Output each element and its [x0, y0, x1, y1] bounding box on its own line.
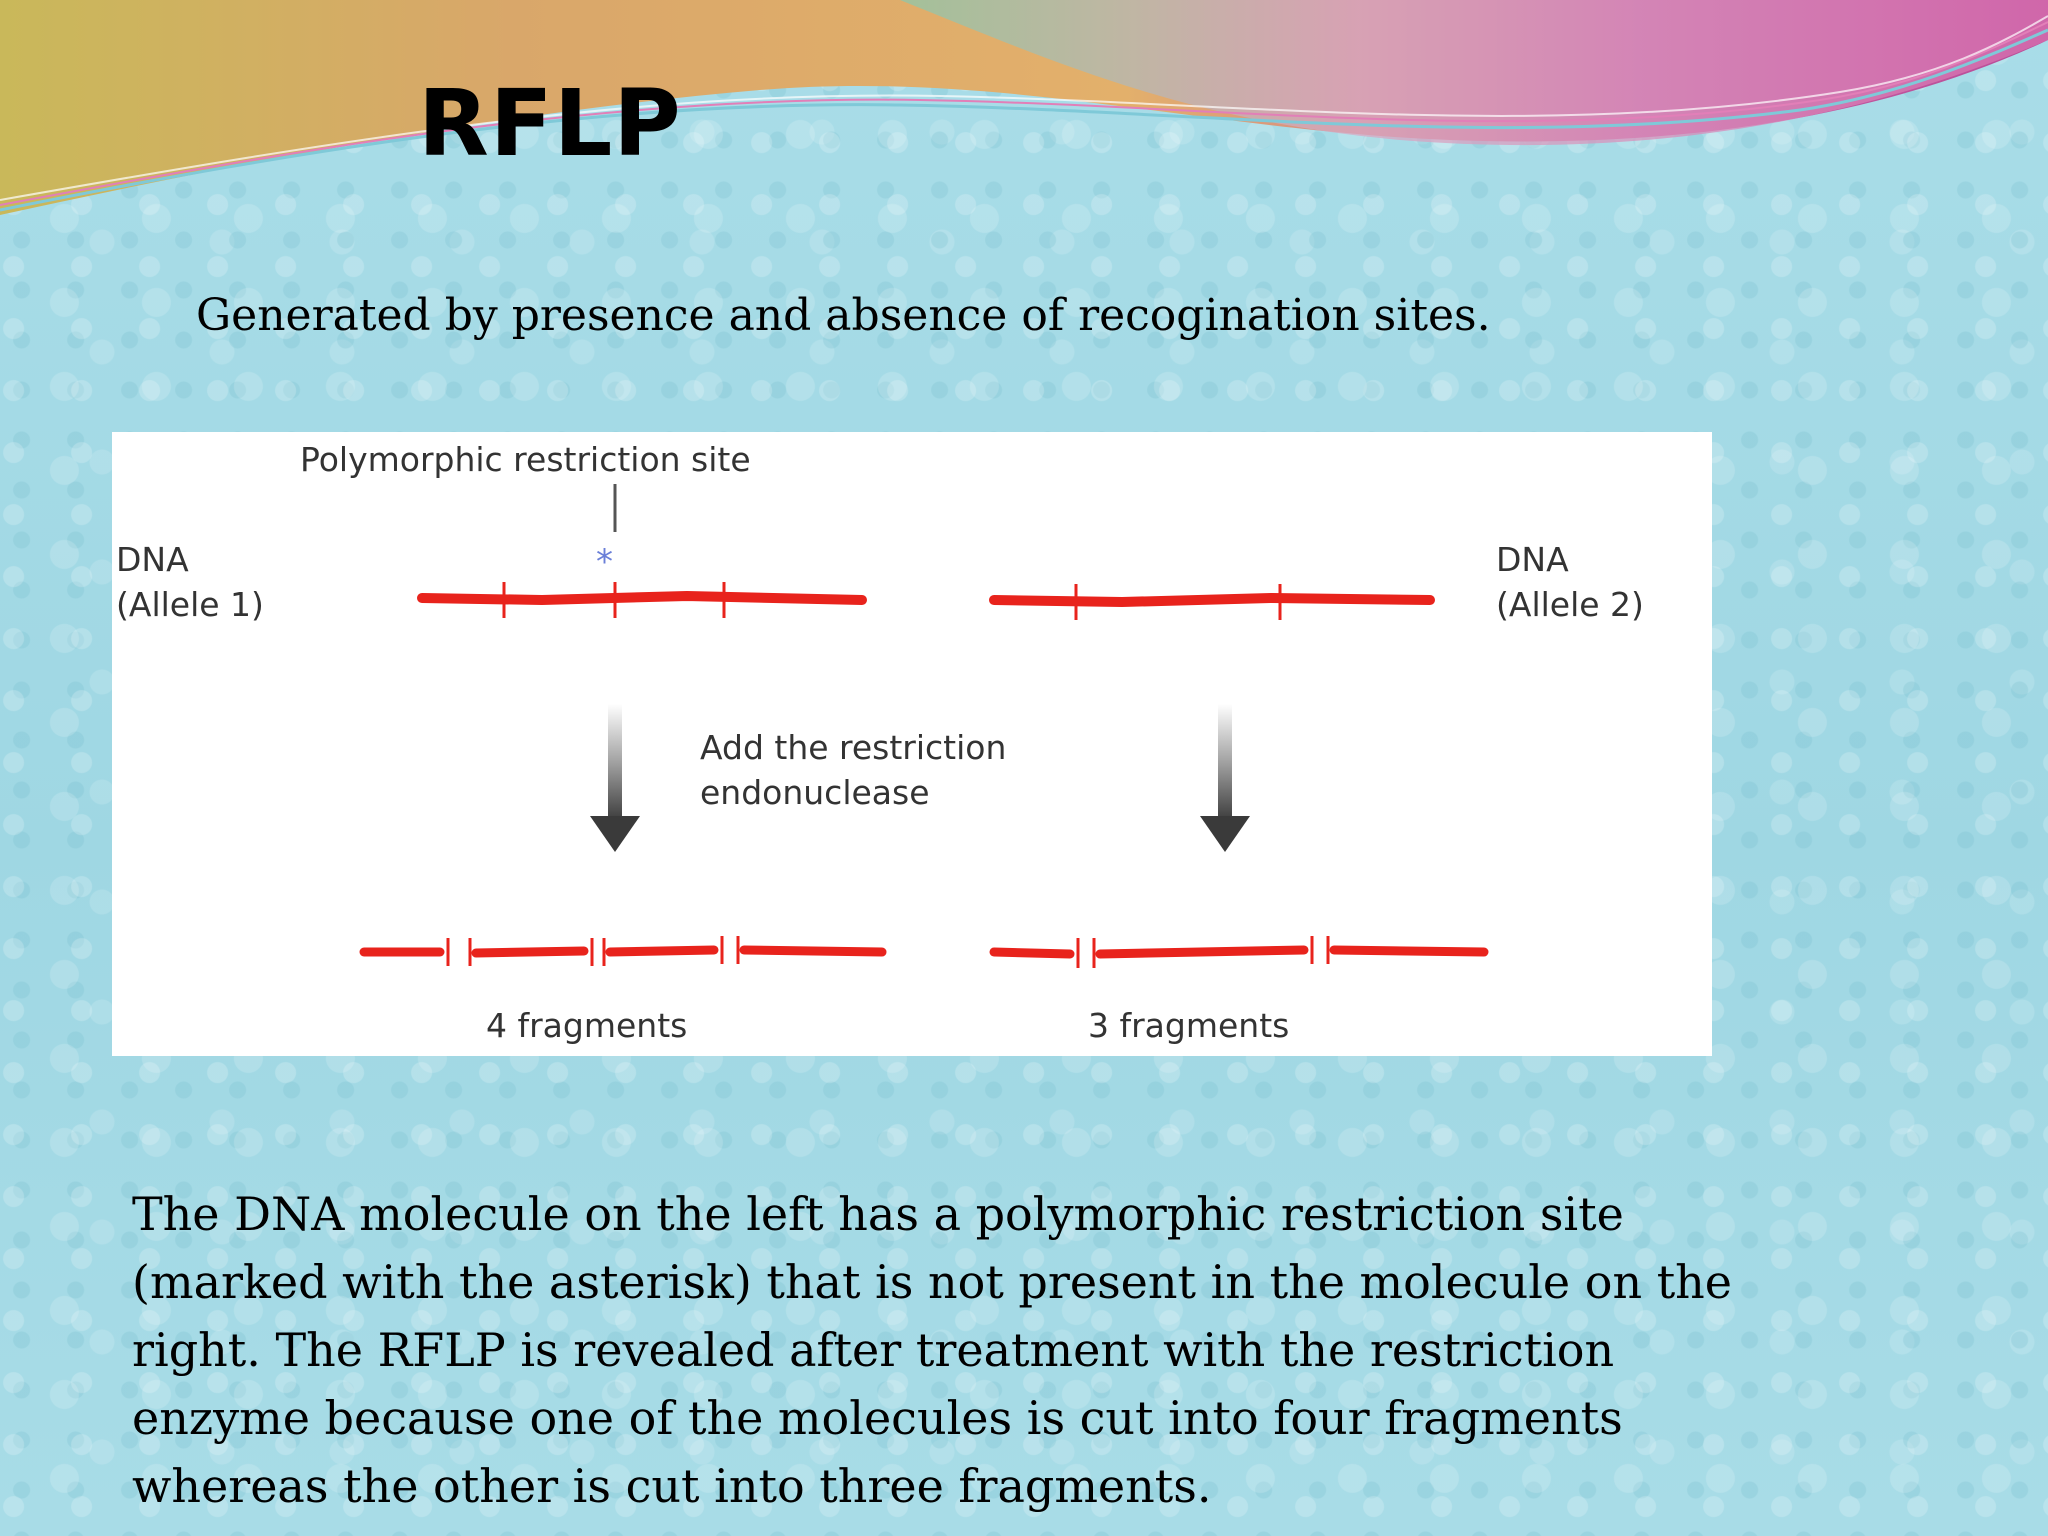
right-arrow [1200, 704, 1250, 852]
slide-subtitle: Generated by presence and absence of rec… [196, 290, 1491, 341]
rflp-diagram-graphics [359, 484, 1489, 968]
asterisk-marker: * [596, 542, 613, 582]
slide-title: RFLP [418, 70, 682, 177]
fragments-left-label: 4 fragments [486, 1006, 688, 1045]
fragments-right-label: 3 fragments [1088, 1006, 1290, 1045]
allele1-dna-strand [417, 582, 867, 618]
allele2-dna-strand [989, 584, 1435, 620]
allele2-label: DNA (Allele 2) [1496, 540, 1644, 624]
decorative-banner [0, 0, 2048, 215]
left-arrow [590, 704, 640, 852]
caption-paragraph: The DNA molecule on the left has a polym… [132, 1187, 1733, 1513]
polymorphic-site-label: Polymorphic restriction site [300, 440, 751, 479]
left-fragments [359, 936, 887, 966]
right-fragments [989, 936, 1489, 968]
allele1-label: DNA (Allele 1) [116, 540, 264, 624]
rflp-diagram: Polymorphic restriction site * DNA (Alle… [112, 432, 1712, 1056]
enzyme-label: Add the restriction endonuclease [700, 728, 1007, 812]
